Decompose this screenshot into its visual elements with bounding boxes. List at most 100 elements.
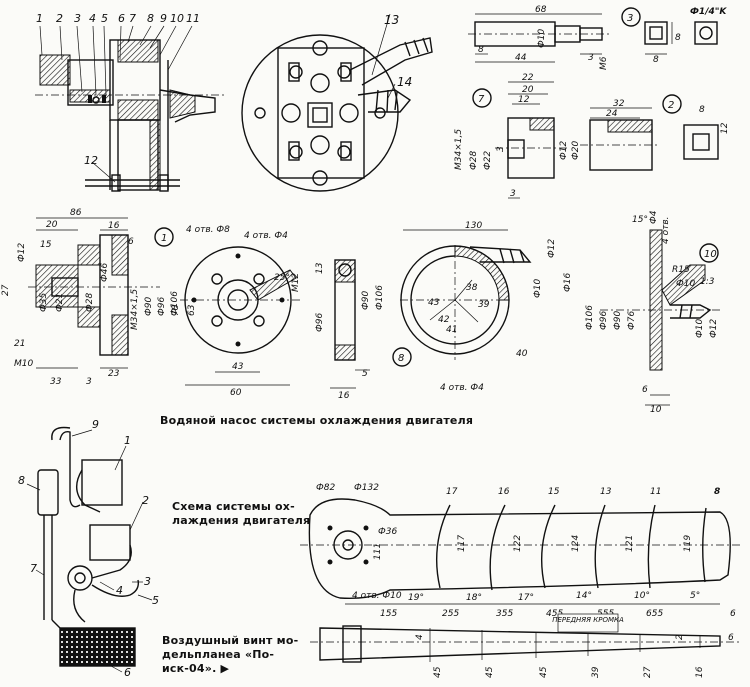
- dim-label: 2: [675, 634, 685, 640]
- callout-label: 6: [118, 12, 125, 25]
- dim-label: 111: [373, 543, 383, 560]
- part-7-dims: 7 22 20 12 3 3 М34×1,5 Ф28 Ф22 Ф12 Ф20: [454, 73, 581, 199]
- dim-label: 15°: [632, 215, 648, 225]
- callout-label: 8: [147, 12, 154, 25]
- dim-label: Ф90: [144, 297, 154, 316]
- pump-cover-view: [180, 246, 300, 386]
- propeller-plan-dims: Ф82 Ф132 Ф36 4 отв. Ф10 111 17 16 15 13 …: [316, 483, 736, 619]
- dim-label: 16: [338, 391, 350, 401]
- part-10-cover: [600, 229, 720, 406]
- dim-label: 63: [187, 304, 197, 316]
- propeller-title-line-2: дельпланеа «По-: [162, 648, 275, 661]
- part-number: 1: [161, 233, 167, 244]
- scheme-title-line-2: лаждения двигателя: [172, 514, 311, 527]
- dim-label: М10: [14, 359, 33, 369]
- part-3-dims: 68 44 8 3 М6 Ф10 8 8 Ф1/4"K 3: [478, 5, 727, 70]
- dim-label: Ф10: [695, 319, 705, 338]
- dim-label: Ф35: [39, 293, 49, 312]
- leading-edge-label: ПЕРЕДНЯЯ КРОМКА: [552, 616, 624, 624]
- dim-label: 8: [653, 55, 659, 65]
- dim-label: 38: [466, 283, 478, 293]
- dim-label: 43: [232, 362, 244, 372]
- dim-label: Ф132: [354, 483, 379, 493]
- part-number: 7: [478, 94, 485, 105]
- triangle-marker-icon: ▶: [220, 662, 230, 675]
- dim-label: Ф106: [170, 291, 180, 316]
- thickness-label: 27: [643, 666, 653, 678]
- part-number: 10: [704, 249, 717, 260]
- dim-label: 119: [683, 535, 693, 552]
- angle-label: 18°: [466, 593, 482, 603]
- dim-label: 4 отв. Ф8: [186, 225, 230, 235]
- thickness-label: 45: [539, 666, 549, 678]
- dim-label: Ф16: [563, 273, 573, 292]
- dim-label: Ф90: [361, 291, 371, 310]
- dim-label: 15: [40, 240, 52, 250]
- dim-label: 4 отв. Ф10: [352, 591, 402, 601]
- section-mark: 11: [650, 487, 661, 497]
- propeller-side-dims: ПЕРЕДНЯЯ КРОМКА 45 45 45 39 27 16 4 2 6: [415, 613, 734, 678]
- dim-label: Ф28: [469, 151, 479, 170]
- callout-label: 7: [30, 562, 37, 575]
- propeller-title-text: иск-04».: [162, 662, 217, 675]
- dim-label: Ф12: [709, 319, 719, 338]
- callout-label: 11: [186, 12, 200, 25]
- part-8-dims: 8 130 Ф12 Ф10 Ф16 43 38 39 42 41 40 4 от…: [398, 221, 573, 393]
- dim-label: 86: [70, 208, 82, 218]
- dim-label: 5: [362, 369, 368, 379]
- dim-label: 21: [14, 339, 25, 349]
- dim-label: 27: [1, 284, 11, 296]
- dim-label: 41: [446, 325, 457, 335]
- dim-label: 6: [728, 633, 734, 643]
- dim-label: 20: [522, 85, 534, 95]
- dim-label: 8: [675, 33, 681, 43]
- section-mark: 15: [548, 487, 560, 497]
- dim-label: 8: [699, 105, 705, 115]
- section-mark: 17: [446, 487, 458, 497]
- dim-label: 12: [518, 95, 530, 105]
- dim-label: 130: [465, 221, 482, 231]
- section-mark: 8: [714, 487, 720, 497]
- dim-label: 3: [86, 377, 92, 387]
- dim-label: Ф96: [157, 297, 167, 316]
- callout-label: 4: [116, 584, 123, 597]
- dim-label: Ф20: [571, 141, 581, 160]
- thickness-label: 16: [695, 666, 705, 678]
- part-8-volute: [392, 229, 532, 367]
- callout-label: 10: [170, 12, 184, 25]
- dim-label: 43: [428, 298, 440, 308]
- dim-label: 39: [478, 300, 490, 310]
- part-number: 3: [627, 13, 633, 24]
- dim-label: 40: [516, 349, 528, 359]
- dim-label: 1:3: [700, 277, 715, 287]
- callout-label: 2: [142, 494, 149, 507]
- dim-label: Ф10: [676, 279, 695, 289]
- dim-label: Ф12: [17, 243, 27, 262]
- dim-label: 20: [46, 220, 58, 230]
- dim-label: 3: [588, 53, 594, 63]
- ring-profile: [330, 259, 370, 389]
- dim-label: М12: [291, 273, 301, 292]
- thickness-label: 45: [485, 666, 495, 678]
- part-1-dims: 1 86 20 15 16 6 Ф12 27 Ф35 Ф21 Ф28 Ф46 М…: [1, 208, 180, 387]
- callout-label: 3: [74, 12, 81, 25]
- assembly-callouts: 1 2 3 4 5 6 7 8 9 10 11 12: [36, 12, 200, 167]
- ring-dims: 13 Ф96 Ф90 Ф106 5 16: [315, 262, 385, 401]
- callout-label: 5: [152, 594, 159, 607]
- callout-label: 1: [124, 434, 131, 447]
- dim-label: Ф96: [315, 313, 325, 332]
- propeller-plan: [300, 498, 740, 605]
- section-mark: 16: [498, 487, 510, 497]
- part-7-bushing: [472, 81, 568, 199]
- angle-label: 17°: [518, 593, 534, 603]
- dim-label: 23: [108, 369, 120, 379]
- dim-label: М34×1,5: [130, 289, 140, 330]
- station-label: 455: [546, 609, 563, 619]
- callout-label: 7: [129, 12, 136, 25]
- dim-label: 10: [650, 405, 662, 415]
- part-number: 2: [668, 100, 674, 111]
- callout-label: 5: [101, 12, 108, 25]
- dim-label: 4 отв.: [661, 216, 671, 244]
- callout-label: 2: [56, 12, 63, 25]
- dim-label: Ф36: [378, 527, 397, 537]
